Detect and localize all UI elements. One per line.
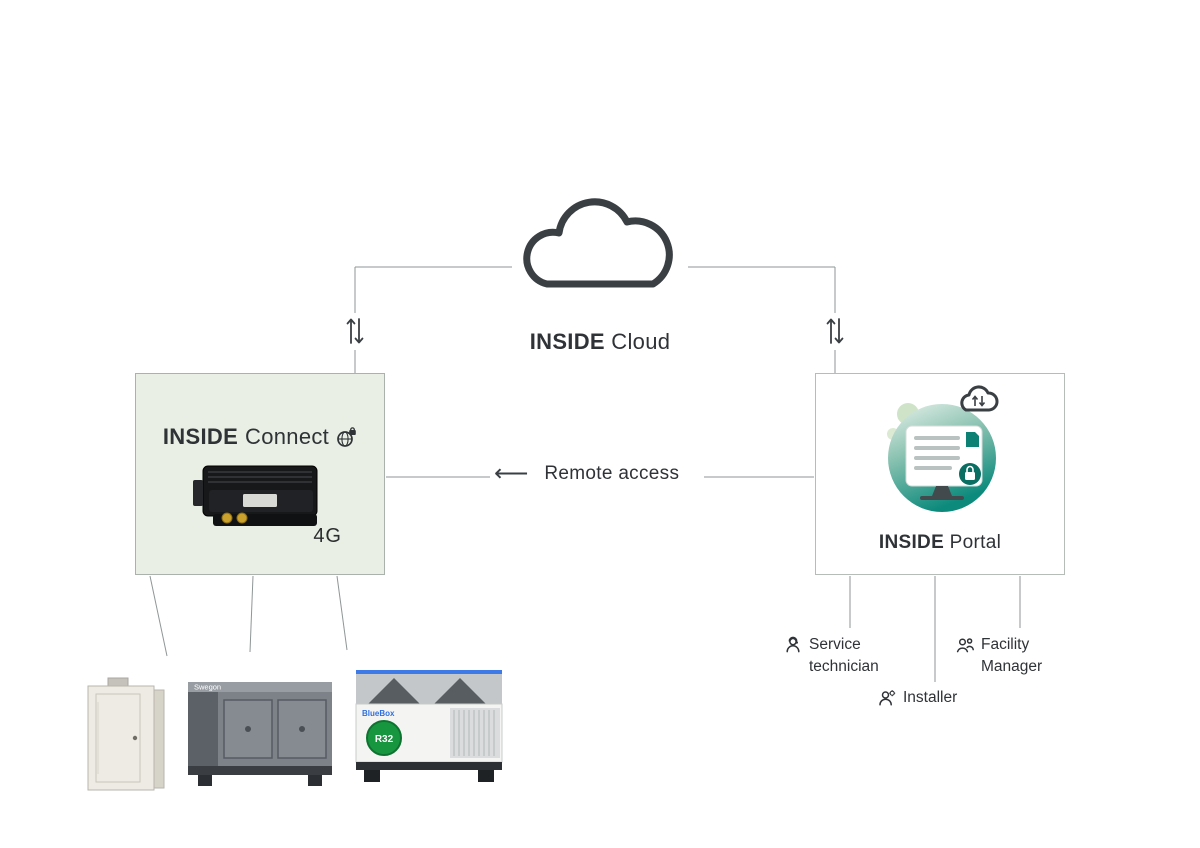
service-technician-icon (786, 636, 800, 653)
cloud-title: INSIDE Cloud (465, 329, 735, 355)
remote-access-link: ⟵ Remote access (494, 462, 679, 486)
remote-access-label: Remote access (544, 463, 680, 484)
chiller-image: BlueBox R32 (355, 670, 503, 782)
role-facility-manager-label: Facility Manager (981, 636, 1043, 675)
portal-title-regular: Portal (949, 532, 1002, 553)
role-installer: Installer (878, 687, 957, 709)
connect-title: INSIDE Connect (136, 424, 384, 450)
role-service-technician: Service technician (784, 634, 895, 677)
installer-icon (879, 690, 896, 706)
role-facility-manager: Facility Manager (956, 634, 1055, 677)
cloud-title-regular: Cloud (611, 329, 671, 354)
cloud-icon (523, 198, 673, 288)
facility-manager-icon (956, 638, 974, 653)
connect-title-bold: INSIDE (162, 424, 239, 449)
portal-title-bold: INSIDE (878, 532, 945, 553)
sync-arrows-icon (826, 318, 844, 344)
sync-arrows-icon (346, 318, 364, 344)
air-handling-unit-image: Swegon (188, 682, 332, 786)
device-4g-label: 4G (313, 525, 342, 547)
role-installer-label: Installer (903, 689, 958, 706)
globe-lock-icon (337, 426, 356, 447)
portal-title: INSIDE Portal (816, 532, 1064, 554)
air-handler-brand-label: Swegon (194, 683, 221, 692)
role-service-technician-label: Service technician (809, 636, 879, 675)
portal-monitor-cloud-icon (887, 385, 999, 512)
inside-connect-box: INSIDE Connect (135, 373, 385, 575)
chiller-badge-label: R32 (375, 734, 394, 745)
connect-title-regular: Connect (245, 424, 330, 449)
chiller-brand-label: BlueBox (362, 709, 395, 718)
inside-portal-box: INSIDE Portal (815, 373, 1065, 575)
left-arrow-icon: ⟵ (494, 460, 529, 487)
connect-gateway-device-image (193, 465, 318, 526)
control-cabinet-image (87, 677, 165, 791)
cloud-title-bold: INSIDE (529, 329, 605, 354)
